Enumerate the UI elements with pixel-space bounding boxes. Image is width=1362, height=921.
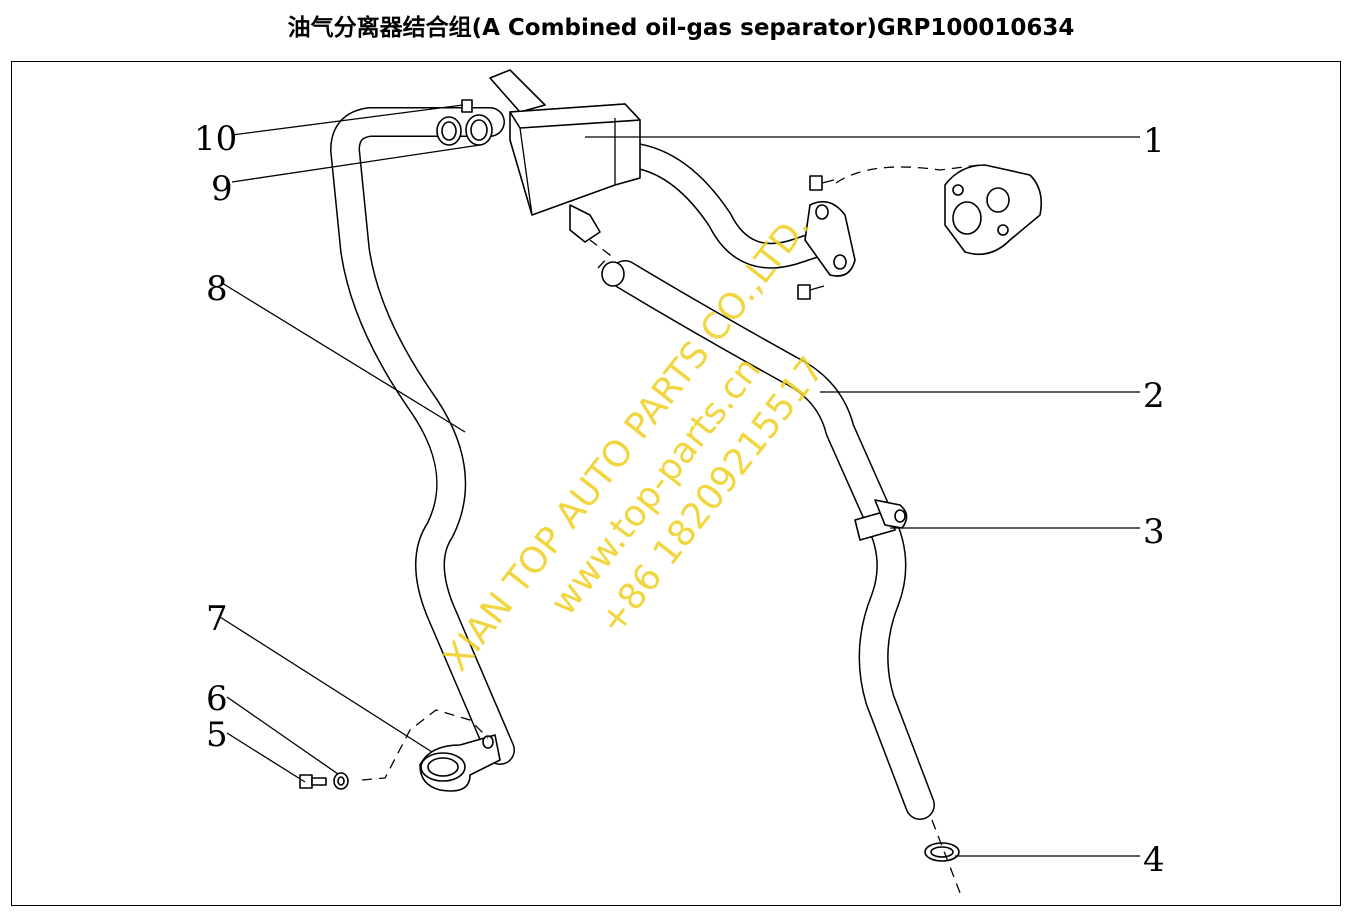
drawing-frame [11, 61, 1341, 906]
callout-2: 2 [1143, 376, 1165, 416]
hose-2-top-clamp [589, 239, 625, 287]
outlet-tube [617, 142, 843, 269]
callout-10: 10 [194, 119, 237, 159]
page-title: 油气分离器结合组(A Combined oil-gas separator)GR… [287, 15, 1075, 41]
elbow-fitting-7 [419, 734, 501, 792]
leader-lines [219, 104, 1140, 857]
hose-ring-9 [436, 116, 462, 146]
separator-1 [489, 69, 641, 243]
callout-4: 4 [1143, 840, 1165, 880]
callout-1: 1 [1143, 121, 1165, 161]
hose-clamp-4 [924, 819, 963, 899]
callout-5: 5 [206, 715, 228, 755]
flange-bolt-bottom [797, 284, 825, 300]
clamp-10 [461, 99, 493, 146]
callout-6: 6 [206, 679, 228, 719]
flange [804, 200, 856, 277]
bolt-5 [299, 774, 327, 789]
hose-8 [330, 107, 515, 765]
callout-8: 8 [206, 269, 228, 309]
flange-bolt-top [809, 175, 835, 191]
mounting-block [944, 164, 1043, 256]
washer-6 [333, 772, 349, 790]
hose-2 [610, 260, 935, 820]
callout-3: 3 [1143, 512, 1165, 552]
callout-9: 9 [211, 169, 233, 209]
pipe-clip-3 [854, 499, 908, 541]
callout-7: 7 [206, 599, 228, 639]
